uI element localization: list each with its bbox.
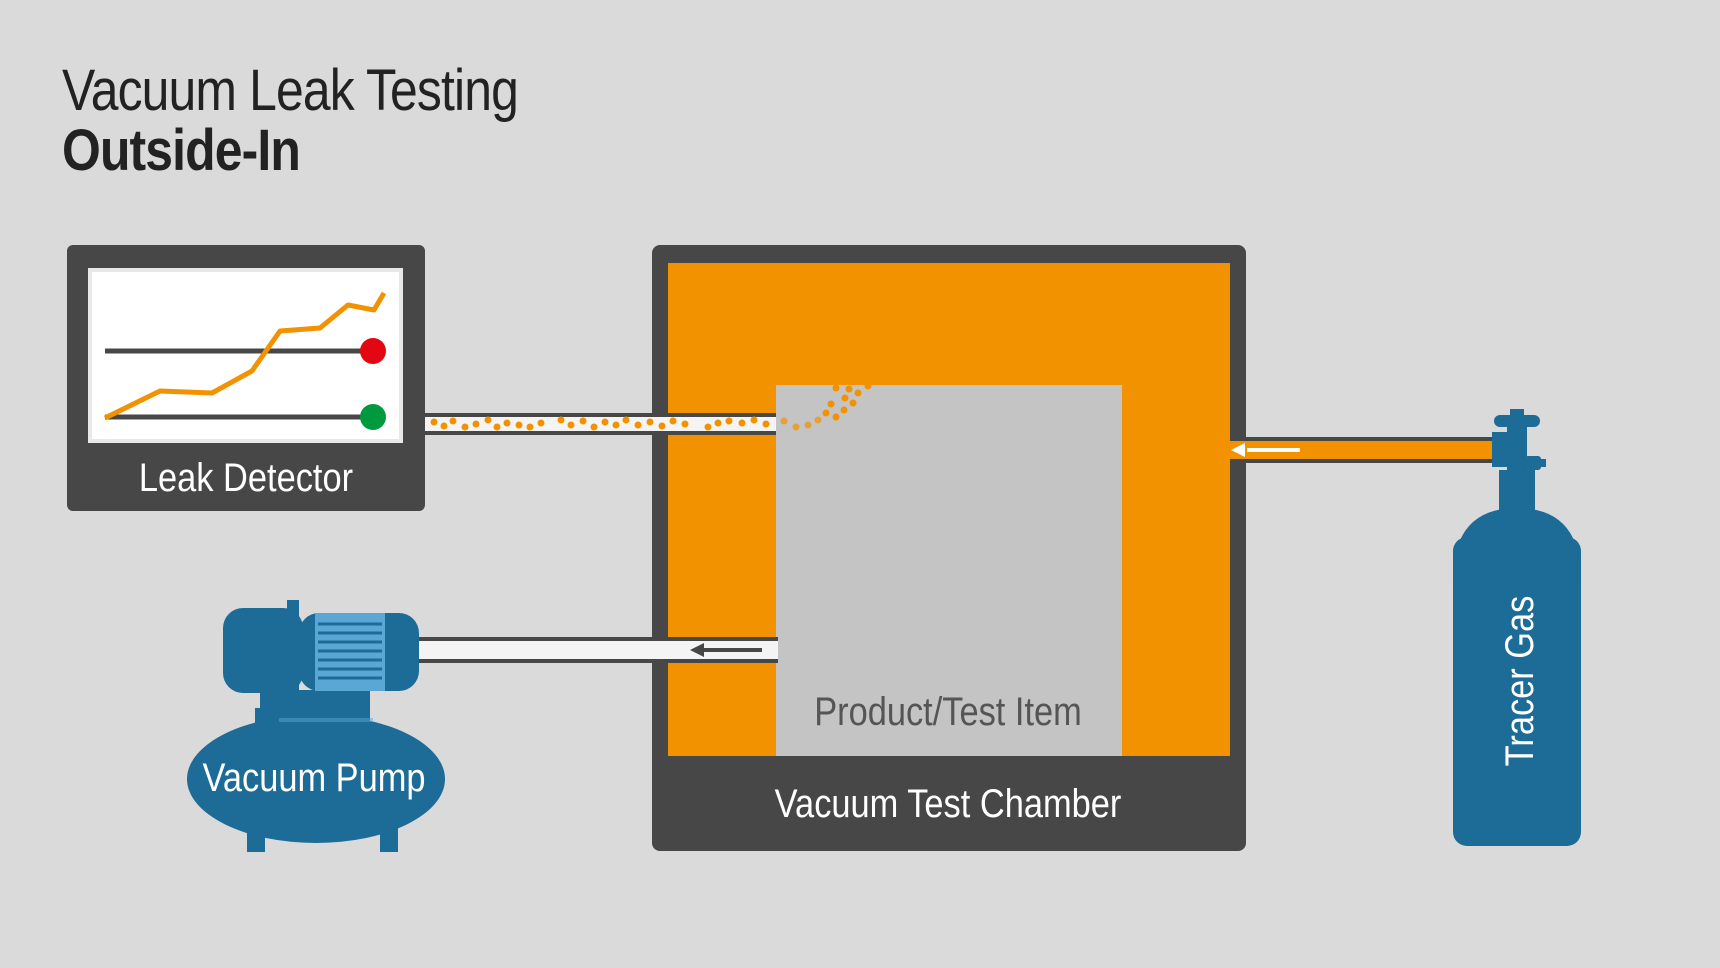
tracer-gas-line — [1230, 437, 1496, 463]
chamber-label: Vacuum Test Chamber — [775, 781, 1122, 826]
vacuum-pump: Vacuum Pump — [187, 600, 445, 852]
alarm-indicator-red — [360, 338, 386, 364]
pump-motor — [223, 608, 303, 693]
cylinder-valve — [1507, 425, 1527, 475]
leak-detector: Leak Detector — [67, 245, 425, 511]
leak-rate-curve — [103, 291, 387, 421]
leak-detector-label: Leak Detector — [139, 455, 353, 500]
cylinder-neck — [1499, 470, 1535, 510]
title-line-1: Vacuum Leak Testing — [62, 58, 519, 123]
pump-tank — [187, 715, 445, 843]
valve-handwheel — [1494, 415, 1540, 427]
tracer-gas-particles — [430, 382, 872, 431]
arrow-left-icon — [1231, 443, 1245, 457]
product-test-item: Product/Test Item — [776, 385, 1122, 756]
sampling-line-inner — [652, 413, 777, 435]
ok-indicator-green — [360, 404, 386, 430]
product-label: Product/Test Item — [814, 689, 1082, 734]
arrow-left-icon — [690, 643, 704, 657]
tracer-gas-label: Tracer Gas — [1497, 596, 1542, 767]
tracer-gas-cylinder: Tracer Gas — [1453, 409, 1581, 846]
vacuum-line — [414, 637, 778, 663]
title-line-2: Outside-In — [62, 118, 301, 183]
vacuum-pump-label: Vacuum Pump — [202, 755, 425, 800]
diagram-title: Vacuum Leak Testing Outside-In — [62, 62, 592, 180]
